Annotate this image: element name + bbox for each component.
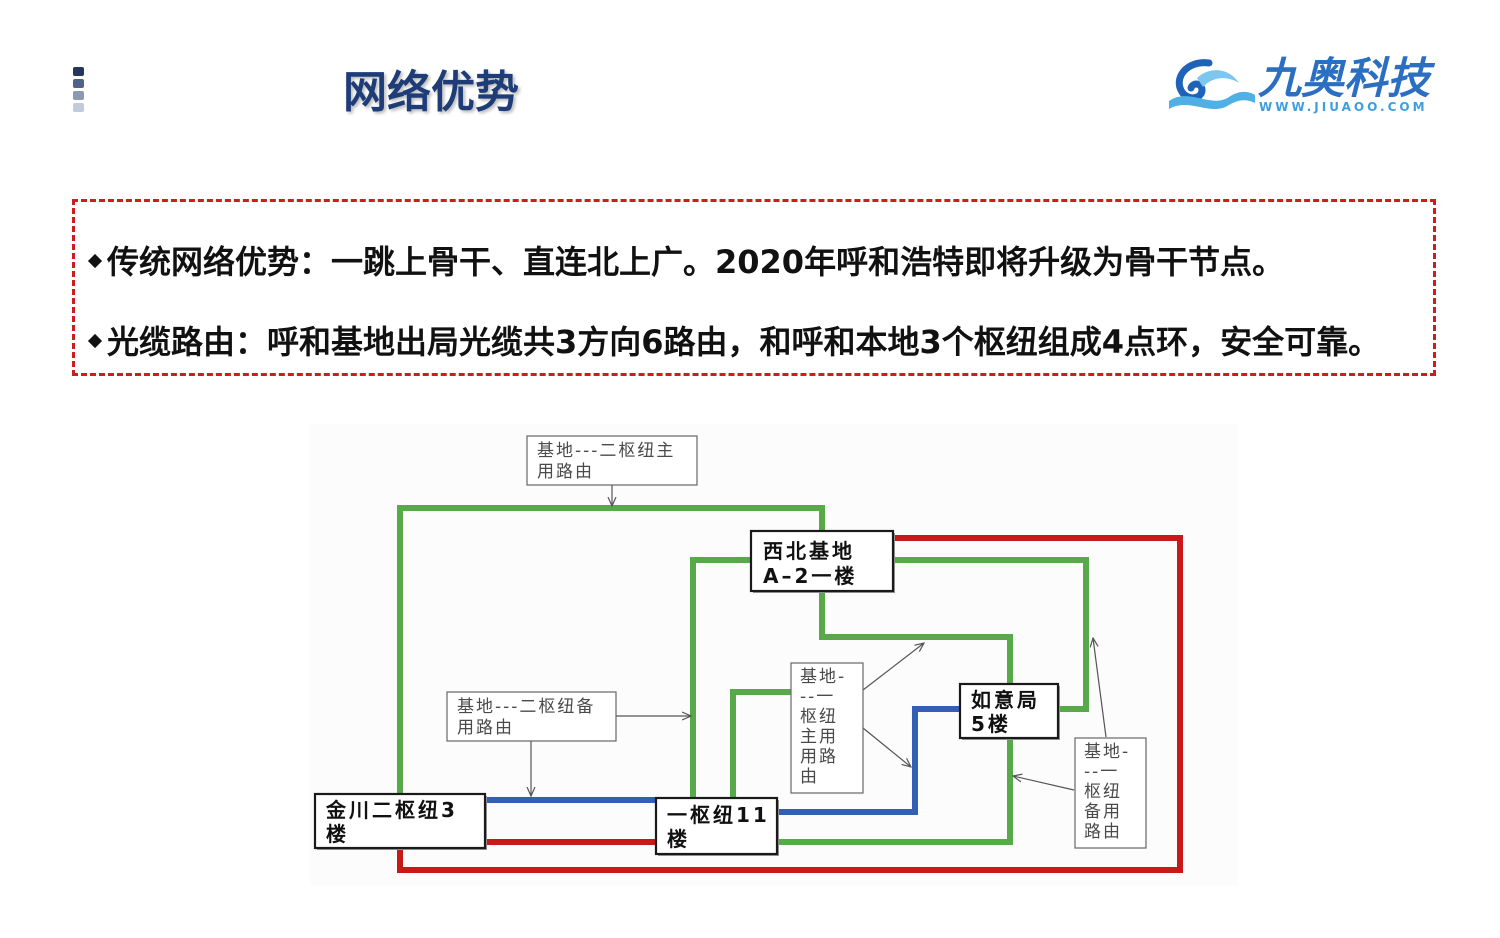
node-hub1: 一枢纽11 楼 bbox=[654, 796, 779, 856]
decoration-bar bbox=[73, 79, 84, 88]
highlight-text: 传统网络优势：一跳上骨干、直连北上广。2020年呼和浩特即将升级为骨干节点。 bbox=[107, 243, 1285, 281]
node-box bbox=[749, 529, 895, 593]
label-line: --一 bbox=[800, 687, 835, 707]
node-box bbox=[313, 792, 487, 850]
label-line: 用路由 bbox=[537, 462, 594, 482]
route-label-base-hub2-backup: 基地---二枢纽备 用路由 bbox=[446, 691, 617, 742]
label-line: 由 bbox=[800, 767, 819, 787]
route-label-base-hub1-backup: 基地- --一 枢纽 备用 路由 bbox=[1074, 737, 1147, 849]
pointer-arrow bbox=[862, 643, 924, 691]
logo-company-name: 九奥科技 bbox=[1258, 54, 1430, 104]
route-label-base-hub1-primary: 基地- --一 枢纽 主用 用路 由 bbox=[790, 662, 864, 794]
node-label-line: 一枢纽11 bbox=[667, 803, 770, 827]
route-label-base-hub2-primary: 基地---二枢纽主 用路由 bbox=[526, 435, 698, 486]
label-line: 用路 bbox=[800, 747, 838, 767]
label-box bbox=[1074, 737, 1147, 849]
network-topology-diagram: 基地---二枢纽主 用路由 基地---二枢纽备 用路由 基地- --一 枢纽 主… bbox=[300, 420, 1260, 890]
diamond-bullet-icon bbox=[87, 253, 103, 269]
highlight-item: 传统网络优势：一跳上骨干、直连北上广。2020年呼和浩特即将升级为骨干节点。 bbox=[86, 242, 1284, 282]
wave-swirl-logo-icon bbox=[1169, 59, 1255, 109]
node-box bbox=[958, 682, 1060, 740]
topology-canvas: 基地---二枢纽主 用路由 基地---二枢纽备 用路由 基地- --一 枢纽 主… bbox=[310, 424, 1238, 886]
node-label-line: 金川二枢纽3 bbox=[325, 798, 458, 822]
highlights-dashed-box bbox=[72, 199, 1436, 376]
label-line: 基地- bbox=[800, 667, 846, 687]
decoration-bar bbox=[73, 67, 84, 76]
node-label-line: 西北基地 bbox=[763, 539, 855, 563]
label-line: --一 bbox=[1084, 762, 1119, 782]
decoration-bar bbox=[73, 103, 84, 112]
node-xibei-base: 西北基地 A–2一楼 bbox=[749, 529, 895, 593]
logo-lower-wave-shape bbox=[1169, 91, 1255, 109]
label-line: 路由 bbox=[1084, 822, 1122, 842]
decoration-bar bbox=[73, 91, 84, 100]
node-label-line: A–2一楼 bbox=[763, 564, 857, 588]
label-line: 枢纽 bbox=[1084, 782, 1122, 802]
diamond-bullet-icon bbox=[87, 333, 103, 349]
node-box bbox=[654, 796, 779, 856]
logo-website-url: WWW.JIUAOO.COM bbox=[1259, 100, 1428, 114]
label-line: 用路由 bbox=[457, 718, 514, 738]
green-route-xibei-to-hub1-west bbox=[690, 557, 751, 798]
label-box bbox=[446, 691, 617, 742]
red-route-xibei-outer-ring bbox=[397, 535, 1183, 873]
pointer-arrow bbox=[862, 727, 911, 767]
node-label-line: 楼 bbox=[667, 827, 690, 851]
pointer-arrow bbox=[1013, 776, 1075, 791]
label-box bbox=[790, 662, 864, 794]
pointer-arrow bbox=[1093, 638, 1107, 738]
node-jinchuan-hub2: 金川二枢纽3 楼 bbox=[313, 792, 487, 850]
logo-upper-wave-shape bbox=[1197, 70, 1239, 87]
slide-title: 网络优势 bbox=[343, 67, 519, 118]
green-route-xibei-to-ruyi-south bbox=[819, 591, 1013, 684]
highlight-text: 光缆路由：呼和基地出局光缆共3方向6路由，和呼和本地3个枢纽组成4点环，安全可靠… bbox=[107, 323, 1381, 361]
node-label-line: 5楼 bbox=[971, 712, 1011, 736]
green-route-hub1-inner bbox=[730, 689, 791, 798]
green-route-hub1-to-ruyi bbox=[777, 738, 1013, 845]
node-label-line: 楼 bbox=[326, 822, 349, 846]
green-route-jinchuan-to-xibei bbox=[397, 505, 825, 794]
label-line: 基地- bbox=[1084, 742, 1130, 762]
highlight-item: 光缆路由：呼和基地出局光缆共3方向6路由，和呼和本地3个枢纽组成4点环，安全可靠… bbox=[86, 322, 1380, 362]
label-line: 备用 bbox=[1084, 802, 1122, 822]
blue-route-hub1-to-ruyi bbox=[777, 706, 960, 815]
label-line: 基地---二枢纽主 bbox=[537, 441, 675, 461]
green-route-xibei-to-ruyi-east bbox=[893, 557, 1089, 712]
company-logo: 九奥科技 WWW.JIUAOO.COM bbox=[1167, 56, 1439, 118]
label-box bbox=[526, 435, 698, 486]
corner-decoration-bars bbox=[73, 67, 84, 115]
node-ruyi-bureau: 如意局 5楼 bbox=[958, 682, 1060, 740]
label-line: 基地---二枢纽备 bbox=[457, 697, 595, 717]
label-line: 枢纽 bbox=[800, 707, 838, 727]
label-line: 主用 bbox=[800, 727, 838, 747]
node-label-line: 如意局 bbox=[971, 688, 1040, 712]
